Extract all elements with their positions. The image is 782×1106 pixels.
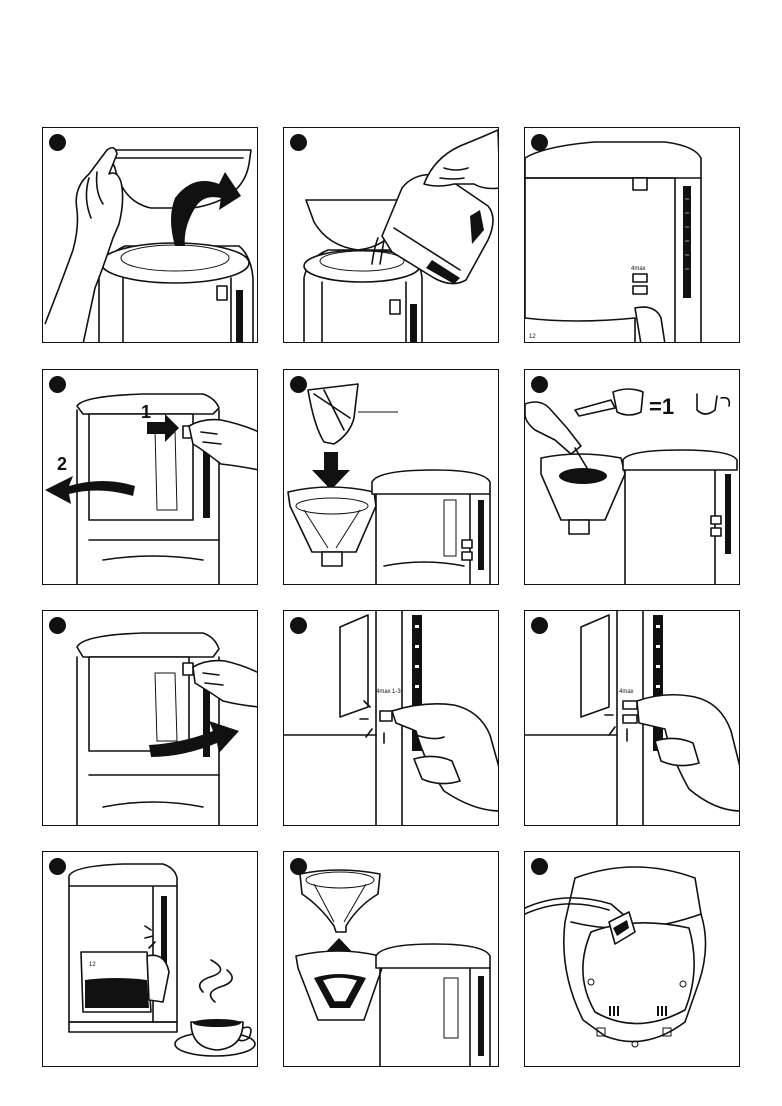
panel-11-remove-filter bbox=[283, 851, 499, 1067]
aroma-label: 1-3 bbox=[392, 689, 401, 695]
illustration-press-switch-off: 4max bbox=[525, 611, 740, 826]
measure-label: =1 bbox=[649, 394, 674, 419]
illustration-add-coffee: =1 bbox=[525, 370, 740, 585]
panel-10-coffee-ready: 12 bbox=[42, 851, 258, 1067]
panel-6-add-coffee: =1 bbox=[524, 369, 740, 585]
cup-mark: 12 bbox=[529, 334, 536, 340]
step-bullet bbox=[531, 617, 548, 634]
panel-9-press-switch-off: 4max bbox=[524, 610, 740, 826]
illustration-water-level: 4max 12 bbox=[525, 128, 740, 343]
switch-label: 4max bbox=[376, 689, 391, 695]
panel-3-water-level: 4max 12 bbox=[524, 127, 740, 343]
illustration-swing-in-filter bbox=[43, 611, 258, 826]
illustration-remove-filter bbox=[284, 852, 499, 1067]
illustration-cord-storage bbox=[525, 852, 740, 1067]
step-bullet bbox=[531, 134, 548, 151]
illustration-insert-paper-filter bbox=[284, 370, 499, 585]
panel-7-swing-in-filter bbox=[42, 610, 258, 826]
panel-5-insert-paper-filter bbox=[283, 369, 499, 585]
step-number-2: 2 bbox=[57, 454, 67, 474]
step-bullet bbox=[290, 858, 307, 875]
step-bullet bbox=[49, 858, 66, 875]
step-bullet bbox=[49, 134, 66, 151]
cup-mark: 12 bbox=[89, 962, 96, 968]
panel-12-cord-storage bbox=[524, 851, 740, 1067]
switch-label: 4max bbox=[631, 266, 646, 272]
panel-8-press-switch-on: 4max 1-3 bbox=[283, 610, 499, 826]
step-bullet bbox=[49, 617, 66, 634]
step-bullet bbox=[290, 134, 307, 151]
illustration-coffee-ready: 12 bbox=[43, 852, 258, 1067]
step-bullet bbox=[531, 858, 548, 875]
step-number-1: 1 bbox=[141, 402, 151, 422]
step-bullet bbox=[531, 376, 548, 393]
illustration-press-switch-on: 4max 1-3 bbox=[284, 611, 499, 826]
panel-1-open-lid bbox=[42, 127, 258, 343]
illustration-fill-water bbox=[284, 128, 499, 343]
step-bullet bbox=[290, 617, 307, 634]
step-bullet bbox=[49, 376, 66, 393]
panel-2-fill-water bbox=[283, 127, 499, 343]
panel-4-swing-out-filter: 1 2 bbox=[42, 369, 258, 585]
illustration-swing-out-filter: 1 2 bbox=[43, 370, 258, 585]
illustration-open-lid bbox=[43, 128, 258, 343]
step-bullet bbox=[290, 376, 307, 393]
switch-label: 4max bbox=[619, 689, 634, 695]
